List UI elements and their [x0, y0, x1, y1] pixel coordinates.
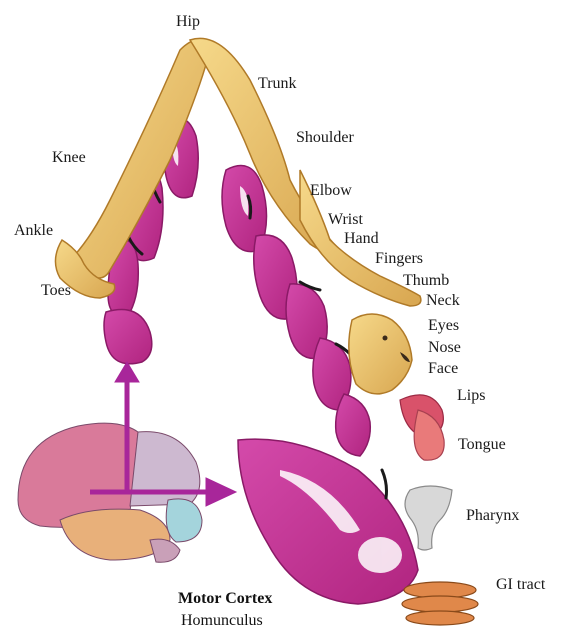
- pharynx-shape: [405, 486, 452, 550]
- gi-tract-shape: [402, 582, 478, 625]
- label-nose: Nose: [428, 340, 461, 356]
- label-lips: Lips: [457, 388, 485, 404]
- arrow-horizontal-head: [206, 478, 236, 506]
- label-wrist: Wrist: [328, 212, 363, 228]
- label-gi-tract: GI tract: [496, 577, 545, 593]
- brain-occipital-lobe: [166, 499, 202, 542]
- label-tongue: Tongue: [458, 437, 506, 453]
- caption-title: Motor Cortex: [178, 590, 272, 608]
- brain-cerebellum: [150, 539, 180, 562]
- label-ankle: Ankle: [14, 223, 53, 239]
- label-shoulder: Shoulder: [296, 130, 354, 146]
- caption-subtitle: Homunculus: [181, 612, 263, 630]
- cortex-gyrus-4: [104, 310, 152, 364]
- cortex-lower-lobe: [238, 439, 418, 604]
- label-trunk: Trunk: [258, 76, 297, 92]
- arrow-vertical-head: [115, 362, 139, 382]
- label-thumb: Thumb: [403, 273, 449, 289]
- label-toes: Toes: [41, 283, 71, 299]
- label-pharynx: Pharynx: [466, 508, 519, 524]
- label-elbow: Elbow: [310, 183, 352, 199]
- label-eyes: Eyes: [428, 318, 459, 334]
- label-fingers: Fingers: [375, 251, 423, 267]
- brain-parietal-lobe: [130, 432, 200, 506]
- label-hand: Hand: [344, 231, 379, 247]
- label-hip: Hip: [176, 14, 200, 30]
- label-knee: Knee: [52, 150, 86, 166]
- label-neck: Neck: [426, 293, 460, 309]
- label-face: Face: [428, 361, 458, 377]
- cortex-gyrus-9: [336, 394, 371, 456]
